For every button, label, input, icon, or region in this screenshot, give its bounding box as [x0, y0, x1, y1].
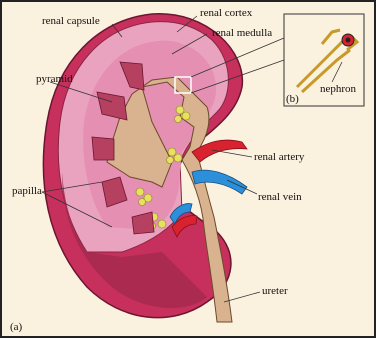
ureter-label: ureter — [262, 286, 288, 297]
renal-cortex-label: renal cortex — [200, 8, 252, 19]
pyramid-label: pyramid — [36, 74, 73, 85]
nephron-label: nephron — [320, 84, 356, 95]
panel-a-label: (a) — [10, 322, 22, 333]
renal-vein-label: renal vein — [258, 192, 302, 203]
renal-capsule-label: renal capsule — [42, 16, 100, 27]
pyramid-3 — [92, 137, 114, 160]
panel-b-label: (b) — [286, 94, 299, 105]
renal-artery-label: renal artery — [254, 152, 304, 163]
renal-medulla-label: renal medulla — [212, 28, 272, 39]
papilla-label: papilla — [12, 186, 42, 197]
